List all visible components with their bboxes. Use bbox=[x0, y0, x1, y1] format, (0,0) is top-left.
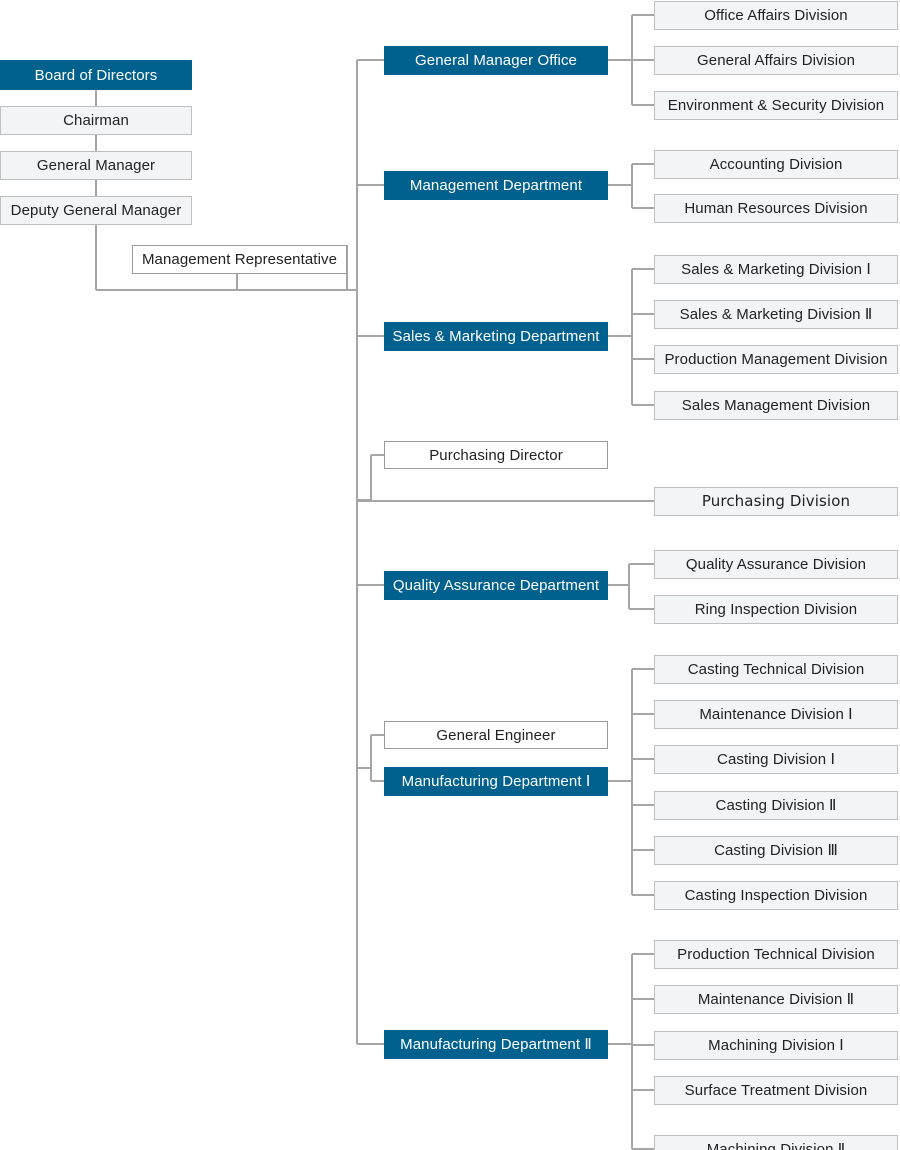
division-environment-security-division[interactable]: Environment & Security Division bbox=[654, 91, 898, 120]
department-general-manager-office[interactable]: General Manager Office bbox=[384, 46, 608, 75]
node-label: Casting Inspection Division bbox=[684, 887, 868, 904]
node-label: Manufacturing Department Ⅰ bbox=[401, 773, 591, 790]
node-label: Surface Treatment Division bbox=[684, 1082, 868, 1099]
staff-general-engineer[interactable]: General Engineer bbox=[384, 721, 608, 749]
node-label: Accounting Division bbox=[709, 156, 843, 173]
node-label: Manufacturing Department Ⅱ bbox=[400, 1036, 592, 1053]
department-manufacturing-department-2[interactable]: Manufacturing Department Ⅱ bbox=[384, 1030, 608, 1059]
division-general-affairs-division[interactable]: General Affairs Division bbox=[654, 46, 898, 75]
department-management-department[interactable]: Management Department bbox=[384, 171, 608, 200]
node-label: Production Technical Division bbox=[677, 946, 875, 963]
node-label: Machining Division Ⅱ bbox=[706, 1141, 846, 1150]
node-label: Management Representative bbox=[141, 251, 338, 268]
node-label: General Engineer bbox=[436, 726, 556, 744]
staff-purchasing-director[interactable]: Purchasing Director bbox=[384, 441, 608, 469]
executive-general-manager[interactable]: General Manager bbox=[0, 151, 192, 180]
division-sales-management-division[interactable]: Sales Management Division bbox=[654, 391, 898, 420]
node-label: Sales & Marketing Division Ⅱ bbox=[679, 306, 873, 323]
node-label: Sales & Marketing Division Ⅰ bbox=[681, 261, 871, 278]
node-label: Machining Division Ⅰ bbox=[708, 1037, 844, 1054]
division-office-affairs-division[interactable]: Office Affairs Division bbox=[654, 1, 898, 30]
node-label: Production Management Division bbox=[664, 351, 888, 368]
node-label: Board of Directors bbox=[34, 66, 158, 84]
node-label: Chairman bbox=[63, 112, 129, 129]
division-casting-division-1[interactable]: Casting Division Ⅰ bbox=[654, 745, 898, 774]
division-casting-technical-division[interactable]: Casting Technical Division bbox=[654, 655, 898, 684]
node-label: Maintenance Division Ⅰ bbox=[699, 706, 853, 723]
division-sales-marketing-division-2[interactable]: Sales & Marketing Division Ⅱ bbox=[654, 300, 898, 329]
division-quality-assurance-division[interactable]: Quality Assurance Division bbox=[654, 550, 898, 579]
division-sales-marketing-division-1[interactable]: Sales & Marketing Division Ⅰ bbox=[654, 255, 898, 284]
node-label: Office Affairs Division bbox=[704, 7, 848, 24]
node-label: Sales Management Division bbox=[681, 397, 871, 414]
node-label: General Manager Office bbox=[414, 52, 577, 69]
node-label: Quality Assurance Division bbox=[685, 556, 867, 573]
division-human-resources-division[interactable]: Human Resources Division bbox=[654, 194, 898, 223]
node-label: Deputy General Manager bbox=[10, 202, 182, 219]
division-maintenance-division-1[interactable]: Maintenance Division Ⅰ bbox=[654, 700, 898, 729]
node-label: Management Department bbox=[409, 177, 583, 194]
division-casting-inspection-division[interactable]: Casting Inspection Division bbox=[654, 881, 898, 910]
node-label: Environment & Security Division bbox=[667, 97, 885, 114]
node-label: Ring Inspection Division bbox=[694, 601, 858, 618]
division-production-technical-division[interactable]: Production Technical Division bbox=[654, 940, 898, 969]
division-ring-inspection-division[interactable]: Ring Inspection Division bbox=[654, 595, 898, 624]
node-label: Quality Assurance Department bbox=[392, 577, 600, 594]
division-maintenance-division-2[interactable]: Maintenance Division Ⅱ bbox=[654, 985, 898, 1014]
department-quality-assurance-department[interactable]: Quality Assurance Department bbox=[384, 571, 608, 600]
node-label: General Manager bbox=[36, 157, 156, 174]
node-label: Sales & Marketing Department bbox=[392, 328, 600, 345]
node-label: Casting Division Ⅲ bbox=[714, 842, 838, 859]
node-label: Casting Division Ⅱ bbox=[715, 797, 837, 814]
node-label: Maintenance Division Ⅱ bbox=[697, 991, 855, 1008]
staff-purchasing-division[interactable]: Purchasing Division bbox=[654, 487, 898, 516]
node-label: Purchasing Director bbox=[429, 446, 563, 464]
division-machining-division-1[interactable]: Machining Division Ⅰ bbox=[654, 1031, 898, 1060]
node-label: Human Resources Division bbox=[684, 200, 868, 217]
division-surface-treatment-division[interactable]: Surface Treatment Division bbox=[654, 1076, 898, 1105]
executive-deputy-general-manager[interactable]: Deputy General Manager bbox=[0, 196, 192, 225]
executive-chairman[interactable]: Chairman bbox=[0, 106, 192, 135]
node-label: Casting Division Ⅰ bbox=[717, 751, 835, 768]
department-manufacturing-department-1[interactable]: Manufacturing Department Ⅰ bbox=[384, 767, 608, 796]
division-casting-division-2[interactable]: Casting Division Ⅱ bbox=[654, 791, 898, 820]
node-label: Purchasing Division bbox=[701, 492, 851, 510]
division-casting-division-3[interactable]: Casting Division Ⅲ bbox=[654, 836, 898, 865]
node-label: Casting Technical Division bbox=[687, 661, 865, 678]
division-machining-division-2[interactable]: Machining Division Ⅱ bbox=[654, 1135, 898, 1150]
department-sales-marketing-department[interactable]: Sales & Marketing Department bbox=[384, 322, 608, 351]
node-label: General Affairs Division bbox=[696, 52, 856, 69]
executive-board-of-directors[interactable]: Board of Directors bbox=[0, 60, 192, 90]
executive-management-representative[interactable]: Management Representative bbox=[132, 245, 347, 274]
division-accounting-division[interactable]: Accounting Division bbox=[654, 150, 898, 179]
division-production-management-division[interactable]: Production Management Division bbox=[654, 345, 898, 374]
